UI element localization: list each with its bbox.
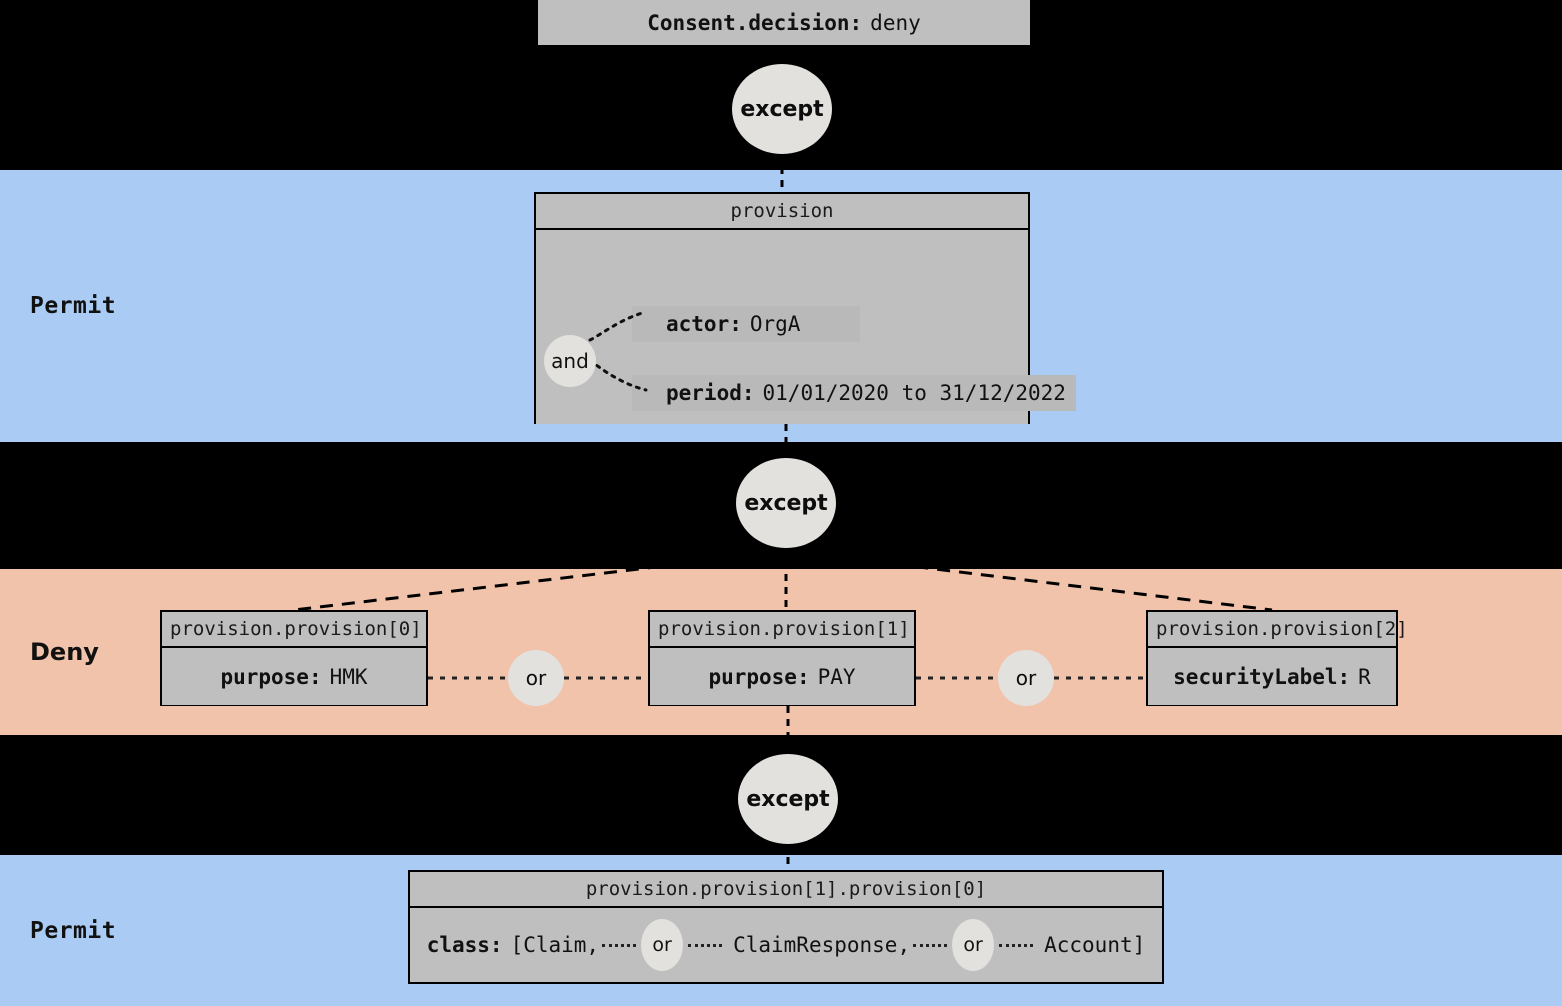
dot-connector-3 [913,944,948,947]
node-provision-0-header: provision.provision[0] [162,612,426,648]
node-provision-2-header: provision.provision[2] [1148,612,1408,648]
provision-0-value: HMK [329,664,368,689]
consent-decision-value: deny [870,10,921,35]
node-consent-decision[interactable]: Consent.decision: deny [538,0,1030,45]
provision-period-value: 01/01/2020 to 31/12/2022 [762,381,1066,405]
and-curve-top [588,310,648,342]
node-provision-body: actor: OrgA period: 01/01/2020 to 31/12/… [536,230,1076,424]
node-provision-1-provision-0-header: provision.provision[1].provision[0] [410,872,1162,908]
operator-and[interactable]: and [544,335,596,387]
provision-2-row: securityLabel: R [1173,665,1371,689]
operator-or-class-2[interactable]: or [952,918,995,971]
class-first-item: [Claim, [510,932,600,957]
band-label-permit-bottom: Permit [30,918,117,944]
node-provision-1-header: provision.provision[1] [650,612,914,648]
node-provision-1-provision-0-body: class: [Claim, or ClaimResponse, or Acco… [410,908,1162,981]
provision-1-key: purpose: [708,664,810,689]
provision-1-row: purpose: PAY [708,665,855,689]
operator-or-class-1[interactable]: or [641,918,684,971]
provision-2-value: R [1358,664,1371,689]
node-provision-0[interactable]: provision.provision[0] purpose: HMK [160,610,428,706]
node-provision-1-body: purpose: PAY [650,648,914,705]
operator-except-3[interactable]: except [738,754,838,844]
band-label-deny: Deny [30,638,99,666]
provision-0-key: purpose: [220,664,322,689]
node-provision-1[interactable]: provision.provision[1] purpose: PAY [648,610,916,706]
class-row: class: [Claim, or ClaimResponse, or Acco… [426,918,1146,971]
class-second-item: ClaimResponse, [733,932,911,957]
node-provision-0-body: purpose: HMK [162,648,426,705]
provision-actor-value: OrgA [749,312,801,336]
class-key: class: [426,932,503,957]
operator-or-deny-left[interactable]: or [508,650,564,706]
band-label-permit-top: Permit [30,293,117,319]
provision-0-row: purpose: HMK [220,665,367,689]
node-provision-2[interactable]: provision.provision[2] securityLabel: R [1146,610,1408,706]
provision-actor-key: actor: [666,312,742,336]
provision-1-value: PAY [817,664,856,689]
node-provision[interactable]: provision actor: OrgA period: 01/01/2020… [534,192,1076,424]
dot-connector-2 [688,944,723,947]
provision-row-actor: actor: OrgA [632,306,861,342]
class-third-item: Account] [1044,932,1146,957]
provision-2-key: securityLabel: [1173,664,1351,689]
operator-except-1[interactable]: except [732,64,832,154]
operator-or-deny-right[interactable]: or [998,650,1054,706]
node-provision-2-body: securityLabel: R [1148,648,1396,705]
operator-except-2[interactable]: except [736,458,836,548]
and-curve-bottom [588,358,648,392]
consent-decision-row: Consent.decision: deny [647,11,921,35]
provision-period-key: period: [666,381,755,405]
node-provision-1-provision-0[interactable]: provision.provision[1].provision[0] clas… [408,870,1164,984]
dot-connector-1 [602,944,637,947]
node-provision-header: provision [536,194,1028,230]
provision-row-period: period: 01/01/2020 to 31/12/2022 [632,375,1076,411]
consent-decision-key: Consent.decision: [647,10,863,35]
dot-connector-4 [999,944,1034,947]
